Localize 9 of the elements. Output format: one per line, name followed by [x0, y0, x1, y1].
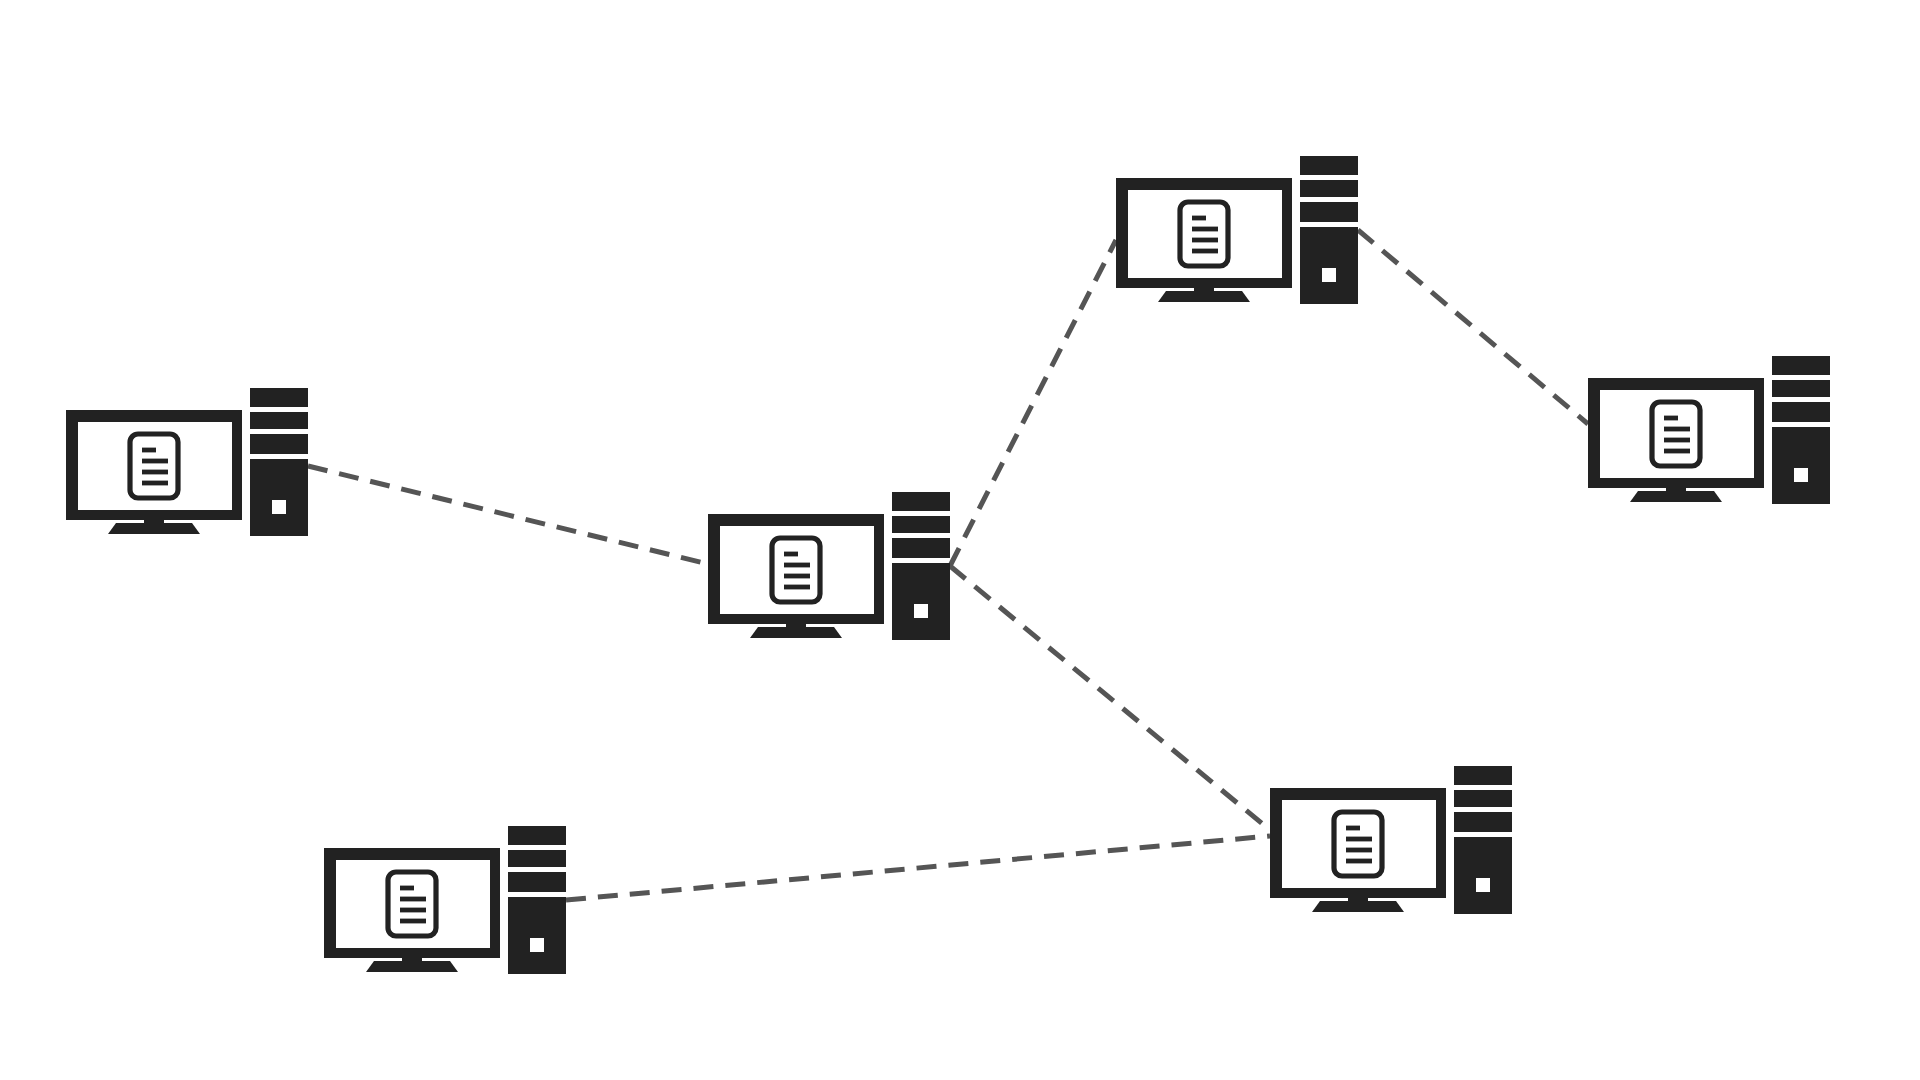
computer-icon [1270, 766, 1512, 914]
dashed-connector [947, 238, 1119, 568]
dashed-connector [565, 833, 1271, 903]
computer-icon [1588, 356, 1830, 504]
computer-icon [708, 492, 950, 640]
computer-icon [324, 826, 566, 974]
computer-icon [1116, 156, 1358, 304]
computer-icon [66, 388, 308, 536]
dashed-connector [1356, 228, 1590, 426]
